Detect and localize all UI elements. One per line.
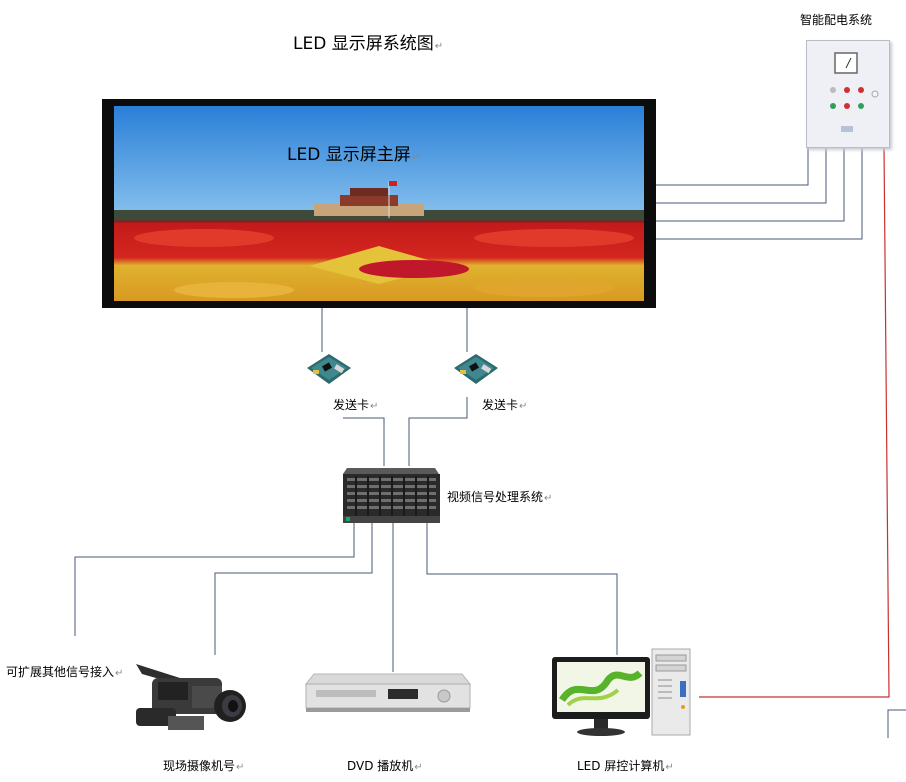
main-screen-label: LED 显示屏主屏↵ bbox=[287, 145, 420, 168]
sender-card-right-image bbox=[454, 354, 498, 384]
diagram-title-text: LED 显示屏系统图 bbox=[293, 34, 434, 54]
paragraph-mark: ↵ bbox=[411, 152, 421, 163]
camera-label-text: 现场摄像机号 bbox=[163, 759, 236, 773]
main-screen-label-text: LED 显示屏主屏 bbox=[287, 145, 411, 165]
sender-card-left bbox=[305, 350, 353, 388]
extend-signal-label: 可扩展其他信号接入↵ bbox=[6, 665, 123, 681]
extend-signal-label-text: 可扩展其他信号接入 bbox=[6, 665, 115, 679]
sender-card-left-image bbox=[307, 354, 351, 384]
paragraph-mark: ↵ bbox=[544, 493, 553, 504]
video-camera bbox=[132, 656, 252, 736]
led-main-screen: LED 显示屏主屏↵ bbox=[102, 99, 656, 308]
wire-screen-power-2 bbox=[656, 147, 827, 204]
sender-card-right bbox=[452, 350, 500, 388]
paragraph-mark: ↵ bbox=[115, 668, 124, 679]
video-processor bbox=[343, 466, 440, 523]
video-processor-label-text: 视频信号处理系统 bbox=[447, 490, 544, 504]
wire-processor-extend bbox=[74, 522, 355, 636]
power-cabinet bbox=[806, 40, 890, 148]
power-system-label: 智能配电系统 bbox=[800, 13, 872, 27]
wire-processor-computer bbox=[426, 522, 618, 655]
sender-card-left-label: 发送卡↵ bbox=[333, 398, 378, 414]
dvd-label: DVD 播放机↵ bbox=[347, 759, 423, 775]
computer-label: LED 屏控计算机↵ bbox=[577, 759, 674, 775]
corner-mark bbox=[887, 709, 906, 738]
camera-label: 现场摄像机号↵ bbox=[163, 759, 244, 775]
control-computer-icon bbox=[552, 648, 691, 736]
power-cabinet-panel bbox=[830, 52, 879, 132]
wire-screen-power-3 bbox=[656, 147, 845, 222]
diagram-title: LED 显示屏系统图↵ bbox=[293, 34, 443, 57]
dvd-label-text: DVD 播放机 bbox=[347, 759, 414, 773]
paragraph-mark: ↵ bbox=[414, 762, 423, 773]
video-camera-icon bbox=[136, 664, 246, 730]
paragraph-mark: ↵ bbox=[236, 762, 245, 773]
dvd-player-icon bbox=[304, 673, 472, 712]
dvd-player bbox=[304, 672, 472, 714]
screen-picture bbox=[114, 106, 644, 301]
paragraph-mark: ↵ bbox=[665, 762, 674, 773]
paragraph-mark: ↵ bbox=[434, 41, 444, 52]
wire-processor-camera bbox=[214, 522, 373, 655]
wire-screen-power-4 bbox=[656, 147, 863, 240]
sender-card-right-label: 发送卡↵ bbox=[482, 398, 527, 414]
paragraph-mark: ↵ bbox=[370, 401, 379, 412]
wire-sender-left-processor bbox=[343, 417, 385, 466]
video-processor-image bbox=[343, 468, 440, 523]
computer-label-text: LED 屏控计算机 bbox=[577, 759, 665, 773]
sender-card-left-label-text: 发送卡 bbox=[333, 398, 370, 412]
video-processor-label: 视频信号处理系统↵ bbox=[447, 490, 552, 506]
wire-sender-right-processor bbox=[408, 397, 468, 466]
power-feed-wire bbox=[699, 146, 890, 698]
power-system-label-text: 智能配电系统 bbox=[800, 13, 873, 27]
wire-screen-power-1 bbox=[656, 147, 809, 186]
sender-card-right-label-text: 发送卡 bbox=[482, 398, 519, 412]
control-computer bbox=[548, 645, 698, 740]
paragraph-mark: ↵ bbox=[519, 401, 528, 412]
